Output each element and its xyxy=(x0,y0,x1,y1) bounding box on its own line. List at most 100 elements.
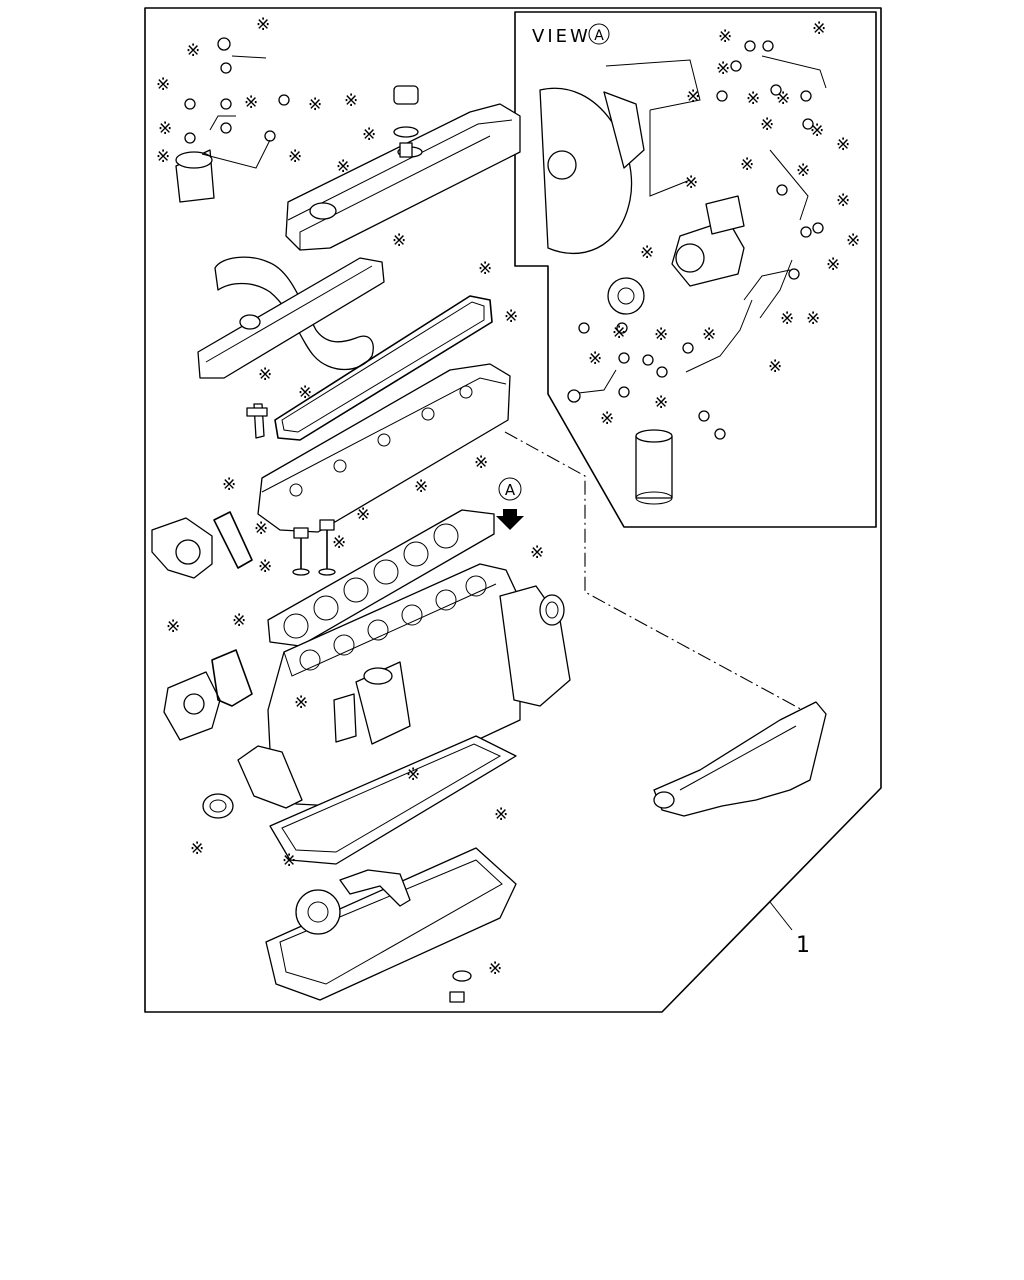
kit-included-markers: ※ ※ ※ ※ ※ ※ ※ ※ ※ ※ ※ ※ ※ ※ ※ ※ ※ ※ ※ ※ … xyxy=(156,15,860,979)
svg-text:※: ※ xyxy=(640,243,654,263)
oil-filler-cap xyxy=(393,85,419,138)
view-marker-circle xyxy=(588,23,610,45)
svg-text:※: ※ xyxy=(768,357,782,377)
arrow-marker-letter: A xyxy=(505,481,516,499)
svg-text:※: ※ xyxy=(654,393,668,413)
flywheel xyxy=(539,87,645,255)
svg-text:※: ※ xyxy=(222,475,236,495)
down-arrow-icon xyxy=(496,509,524,530)
svg-text:※: ※ xyxy=(336,157,350,177)
svg-text:※: ※ xyxy=(746,89,760,109)
svg-text:※: ※ xyxy=(478,259,492,279)
callout-leader-line xyxy=(769,901,793,931)
oil-pickup-tube xyxy=(339,869,411,907)
front-cover xyxy=(237,745,303,809)
rear-oil-seal xyxy=(539,594,565,626)
svg-text:※: ※ xyxy=(232,611,246,631)
small-fittings xyxy=(184,37,290,169)
svg-text:※: ※ xyxy=(776,89,790,109)
svg-text:※: ※ xyxy=(244,93,258,113)
exhaust-manifold xyxy=(653,701,827,817)
svg-text:※: ※ xyxy=(846,231,860,251)
svg-text:※: ※ xyxy=(332,533,346,553)
valve-cover-gasket xyxy=(274,295,493,441)
svg-text:※: ※ xyxy=(254,519,268,539)
svg-text:※: ※ xyxy=(156,75,170,95)
oil-cooler xyxy=(333,661,411,745)
svg-text:※: ※ xyxy=(186,41,200,61)
svg-text:※: ※ xyxy=(356,505,370,525)
engine-block-rear xyxy=(605,59,701,197)
fuel-injector xyxy=(246,403,268,439)
fuel-filter-assembly xyxy=(175,149,215,203)
svg-text:※: ※ xyxy=(588,349,602,369)
view-a-inset-frame xyxy=(514,11,877,528)
arrow-marker-circle xyxy=(498,477,522,501)
svg-text:※: ※ xyxy=(474,453,488,473)
svg-text:※: ※ xyxy=(166,617,180,637)
svg-text:※: ※ xyxy=(190,839,204,859)
valve-cover xyxy=(285,103,521,251)
svg-text:※: ※ xyxy=(158,119,172,139)
svg-text:※: ※ xyxy=(760,115,774,135)
svg-text:※: ※ xyxy=(600,409,614,429)
svg-text:※: ※ xyxy=(288,147,302,167)
view-a-fittings xyxy=(567,40,824,440)
relation-line xyxy=(504,431,809,714)
svg-text:※: ※ xyxy=(406,765,420,785)
svg-text:※: ※ xyxy=(826,255,840,275)
callout-number: 1 xyxy=(796,933,810,958)
svg-text:※: ※ xyxy=(258,557,272,577)
cylinder-head-gasket xyxy=(267,509,495,647)
view-marker-letter: A xyxy=(594,28,604,44)
view-a-oil-filter xyxy=(635,429,673,505)
water-pump-gasket xyxy=(211,649,253,707)
svg-text:※: ※ xyxy=(504,307,518,327)
drain-plug xyxy=(449,970,472,1003)
svg-text:※: ※ xyxy=(530,543,544,563)
front-oil-seal xyxy=(202,793,234,819)
svg-text:※: ※ xyxy=(256,15,270,35)
svg-text:※: ※ xyxy=(686,87,700,107)
svg-text:※: ※ xyxy=(740,155,754,175)
svg-text:※: ※ xyxy=(344,91,358,111)
svg-text:※: ※ xyxy=(654,325,668,345)
svg-text:※: ※ xyxy=(780,309,794,329)
oil-pan xyxy=(265,847,517,1001)
svg-text:※: ※ xyxy=(156,147,170,167)
svg-text:※: ※ xyxy=(298,383,312,403)
svg-text:※: ※ xyxy=(684,173,698,193)
compressor-pipes xyxy=(569,55,827,395)
kit-frame-border xyxy=(144,7,882,1013)
water-pump xyxy=(163,671,221,741)
oil-pan-gasket xyxy=(269,735,517,865)
svg-text:※: ※ xyxy=(392,231,406,251)
svg-text:※: ※ xyxy=(718,27,732,47)
svg-text:※: ※ xyxy=(702,325,716,345)
svg-text:※: ※ xyxy=(494,805,508,825)
svg-text:※: ※ xyxy=(796,161,810,181)
svg-text:※: ※ xyxy=(716,59,730,79)
breather-fitting xyxy=(399,142,413,158)
timing-gear xyxy=(607,277,645,315)
svg-text:※: ※ xyxy=(362,125,376,145)
svg-text:※: ※ xyxy=(836,191,850,211)
svg-text:※: ※ xyxy=(612,323,626,343)
svg-text:※: ※ xyxy=(836,135,850,155)
svg-text:※: ※ xyxy=(308,95,322,115)
thermostat-gasket xyxy=(213,511,253,569)
air-compressor xyxy=(671,195,745,287)
valves xyxy=(292,519,336,576)
svg-text:※: ※ xyxy=(806,309,820,329)
intake-manifold xyxy=(197,256,385,379)
svg-text:※: ※ xyxy=(414,477,428,497)
svg-text:※: ※ xyxy=(488,959,502,979)
oil-pump-gear xyxy=(295,889,341,935)
svg-text:※: ※ xyxy=(812,19,826,39)
svg-text:※: ※ xyxy=(258,365,272,385)
view-title: VIEW xyxy=(532,26,591,47)
cylinder-head xyxy=(257,363,511,533)
svg-text:※: ※ xyxy=(294,693,308,713)
svg-text:※: ※ xyxy=(282,851,296,871)
